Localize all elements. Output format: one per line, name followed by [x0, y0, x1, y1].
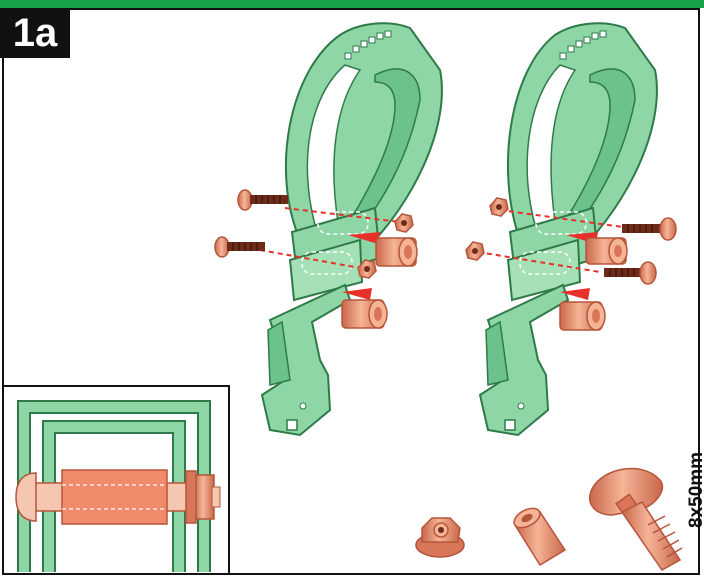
flange-nut-part — [416, 518, 464, 557]
sleeve-right-top — [586, 238, 627, 264]
bracket-right — [466, 23, 676, 435]
cross-section-diagram — [4, 387, 232, 577]
sleeve-left-bottom — [342, 300, 387, 328]
carriage-bolt-part — [590, 468, 682, 570]
sleeve-left-top — [376, 238, 417, 266]
cross-section-inset — [2, 385, 230, 575]
bolt-right-top — [622, 218, 676, 240]
sleeve-right-bottom — [560, 302, 605, 330]
step-badge: 1a — [0, 8, 70, 58]
bolt-right-bottom — [604, 262, 656, 284]
bolt-left-bottom — [215, 237, 265, 257]
bracket-left — [215, 23, 442, 435]
spacer-sleeve-part — [511, 504, 565, 565]
bolt-left-top — [238, 190, 288, 210]
hardware-size-label: 8x50mm — [686, 452, 704, 528]
